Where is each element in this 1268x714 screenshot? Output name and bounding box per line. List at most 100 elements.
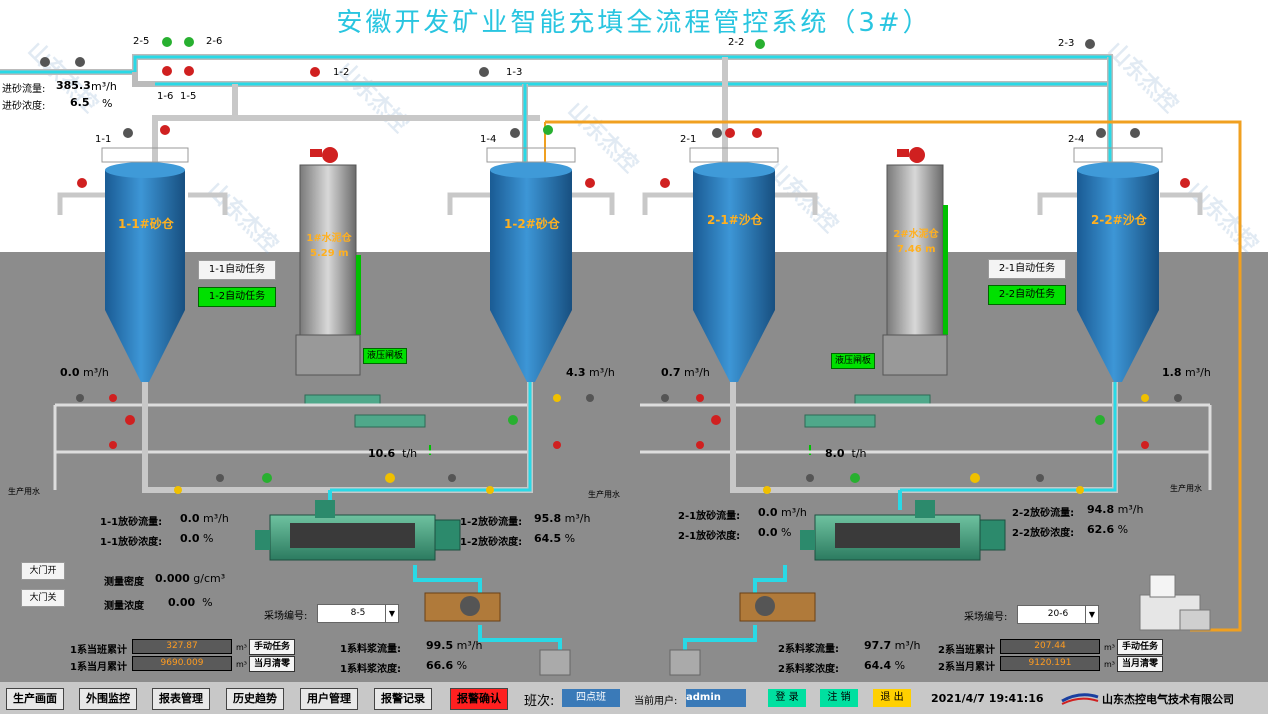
- discharge-1-1-conc: 0.0 %: [180, 532, 214, 545]
- gate-close-button[interactable]: 大门关: [21, 589, 65, 607]
- inlet-conc-value: 6.5: [70, 96, 90, 109]
- valve-label[interactable]: 1-3: [506, 67, 523, 78]
- sys1-clear-button[interactable]: 当月清零: [249, 656, 295, 672]
- valve-label[interactable]: 1-4: [480, 134, 497, 145]
- auto-task-2-2-button[interactable]: 2-2自动任务: [988, 285, 1066, 305]
- discharge-2-1-conc-label: 2-1放砂浓度:: [678, 531, 741, 542]
- discharge-2-2-flow: 94.8 m³/h: [1087, 503, 1144, 516]
- datetime: 2021/4/7 19:41:16: [931, 692, 1044, 705]
- silo-label-2-1: 2-1#沙仓: [707, 213, 763, 227]
- sand-silos: [101, 147, 1163, 382]
- inlet-conc-unit: %: [102, 97, 113, 110]
- sys2-shift-label: 2系当班累计: [938, 645, 995, 656]
- measure-conc: 0.00 %: [168, 596, 213, 609]
- cement-flow-1: 10.6 t/h: [368, 447, 418, 460]
- inlet-conc-label: 进砂浓度:: [2, 101, 46, 112]
- page-title: 安徽开发矿业智能充填全流程管控系统（3#）: [336, 8, 932, 38]
- discharge-1-2-flow-label: 1-2放砂流量:: [460, 517, 523, 528]
- nav-alarm-log[interactable]: 报警记录: [374, 688, 432, 710]
- logout-button[interactable]: 注 销: [820, 689, 858, 707]
- inlet-flow-unit: m³/h: [91, 80, 117, 93]
- sand-flow-1-2: 4.3 m³/h: [566, 366, 615, 379]
- silo-label-1-1: 1-1#砂仓: [118, 217, 174, 231]
- nav-reports[interactable]: 报表管理: [152, 688, 210, 710]
- measure-conc-label: 测量浓度: [104, 601, 144, 612]
- site-label-2: 采场编号:: [964, 612, 1008, 623]
- sys2-month-value: 9120.191: [1000, 656, 1100, 671]
- chevron-down-icon: ▼: [385, 605, 398, 622]
- cement-silo-2-level: 7.46 m: [897, 244, 936, 255]
- sand-flow-2-1: 0.7 m³/h: [661, 366, 710, 379]
- sys2-shift-value: 207.44: [1000, 639, 1100, 654]
- chevron-down-icon: ▼: [1085, 606, 1098, 623]
- cement-silo-1-name: 1#水泥仓: [306, 233, 352, 244]
- inlet-flow-label: 进砂流量:: [2, 84, 46, 95]
- valve-label[interactable]: 2-2: [728, 37, 745, 48]
- valve-label[interactable]: 1-5: [180, 91, 197, 102]
- upper-background: [0, 0, 1268, 252]
- company-name: 山东杰控电气技术有限公司: [1102, 693, 1234, 706]
- valve-label[interactable]: 1-6: [157, 91, 174, 102]
- sys1-slurry-conc-label: 1系料浆浓度:: [340, 664, 401, 675]
- sys1-month-label: 1系当月累计: [70, 662, 127, 673]
- gate-open-button[interactable]: 大门开: [21, 562, 65, 580]
- production-water-label: 生产用水: [8, 487, 40, 496]
- sys2-clear-button[interactable]: 当月清零: [1117, 656, 1163, 672]
- discharge-2-2-flow-label: 2-2放砂流量:: [1012, 508, 1075, 519]
- nav-history[interactable]: 历史趋势: [226, 688, 284, 710]
- sand-flow-1-1: 0.0 m³/h: [60, 366, 109, 379]
- company-logo-icon: [1060, 691, 1100, 705]
- site-select-1[interactable]: 8-5▼: [317, 604, 399, 623]
- valve-label[interactable]: 1-1: [95, 134, 112, 145]
- valve-symbols: [40, 37, 1190, 494]
- cement-silo-1-level: 5.29 m: [310, 248, 349, 259]
- valve-label[interactable]: 2-5: [133, 36, 150, 47]
- sys1-shift-unit: m³: [236, 643, 247, 652]
- sys1-slurry-conc: 66.6 %: [426, 659, 468, 672]
- nav-peripheral[interactable]: 外围监控: [79, 688, 137, 710]
- sys1-manual-button[interactable]: 手动任务: [249, 639, 295, 655]
- cement-silo-2-name: 2#水泥仓: [893, 229, 939, 240]
- discharge-2-2-conc: 62.6 %: [1087, 523, 1129, 536]
- sys2-slurry-flow: 97.7 m³/h: [864, 639, 921, 652]
- auto-task-1-2-button[interactable]: 1-2自动任务: [198, 287, 276, 307]
- auto-task-1-1-button[interactable]: 1-1自动任务: [198, 260, 276, 280]
- silo-label-1-2: 1-2#砂仓: [504, 217, 560, 231]
- site-select-2[interactable]: 20-6▼: [1017, 605, 1099, 624]
- sys2-manual-button[interactable]: 手动任务: [1117, 639, 1163, 655]
- valve-label[interactable]: 2-3: [1058, 38, 1075, 49]
- shift-value: 四点班: [562, 689, 620, 707]
- discharge-1-1-flow: 0.0 m³/h: [180, 512, 229, 525]
- discharge-1-2-conc: 64.5 %: [534, 532, 576, 545]
- sys2-slurry-conc-label: 2系料浆浓度:: [778, 664, 839, 675]
- valve-label[interactable]: 2-4: [1068, 134, 1085, 145]
- login-button[interactable]: 登 录: [768, 689, 806, 707]
- measure-density: 0.000 g/cm³: [155, 572, 226, 585]
- hydraulic-gate-button-2[interactable]: 液压闸板: [831, 353, 875, 369]
- valve-label[interactable]: 2-6: [206, 36, 223, 47]
- sand-flow-2-2: 1.8 m³/h: [1162, 366, 1211, 379]
- discharge-1-2-flow: 95.8 m³/h: [534, 512, 591, 525]
- sys2-month-label: 2系当月累计: [938, 662, 995, 673]
- sys2-shift-unit: m³: [1104, 643, 1115, 652]
- nav-alarm-ack[interactable]: 报警确认: [450, 688, 508, 710]
- bottom-bar: [0, 682, 1268, 714]
- inlet-flow-value: 385.3: [56, 79, 91, 92]
- shift-label: 班次:: [524, 694, 555, 709]
- valve-label[interactable]: 1-2: [333, 67, 350, 78]
- cement-flow-2: 8.0 t/h: [825, 447, 867, 460]
- discharge-2-2-conc-label: 2-2放砂浓度:: [1012, 528, 1075, 539]
- process-diagram: [0, 37, 1242, 676]
- sys1-month-value: 9690.009: [132, 656, 232, 671]
- auto-task-2-1-button[interactable]: 2-1自动任务: [988, 259, 1066, 279]
- discharge-1-1-conc-label: 1-1放砂浓度:: [100, 537, 163, 548]
- hydraulic-gate-button-1[interactable]: 液压闸板: [363, 348, 407, 364]
- nav-users[interactable]: 用户管理: [300, 688, 358, 710]
- silo-label-2-2: 2-2#沙仓: [1091, 213, 1147, 227]
- nav-production[interactable]: 生产画面: [6, 688, 64, 710]
- discharge-1-1-flow-label: 1-1放砂流量:: [100, 517, 163, 528]
- exit-button[interactable]: 退 出: [873, 689, 911, 707]
- valve-label[interactable]: 2-1: [680, 134, 697, 145]
- sys2-slurry-flow-label: 2系料浆流量:: [778, 644, 839, 655]
- mixers: [255, 500, 1211, 676]
